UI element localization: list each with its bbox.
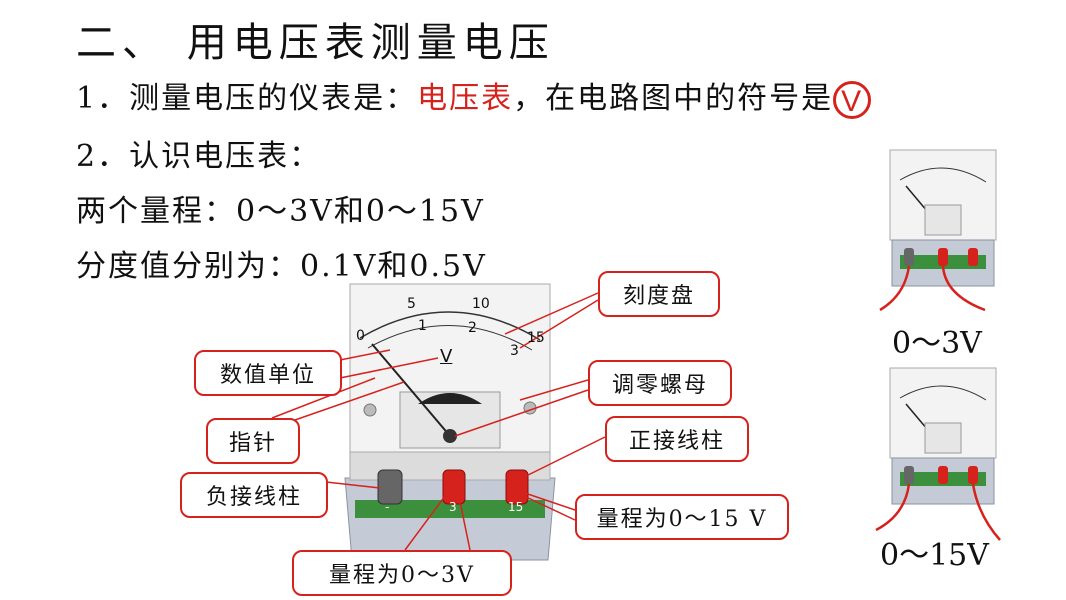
scale-top-10: 10 (472, 296, 490, 312)
label-dial: 刻度盘 (598, 271, 720, 317)
label-unit: 数值单位 (194, 350, 342, 396)
label-zero-adjust: 调零螺母 (588, 360, 732, 406)
caption-range-3: 0～3V (892, 326, 982, 361)
line-recognize: 2．认识电压表： (76, 139, 322, 174)
terminal-negative-label: - (385, 500, 390, 514)
terminal-15-label: 15 (508, 500, 524, 514)
scale-bottom-2: 2 (468, 320, 477, 336)
line-instrument-highlight: 电压表 (417, 81, 514, 116)
voltmeter-symbol-icon: V (833, 81, 872, 119)
scale-top-15: 15 (527, 330, 545, 346)
line-ranges: 两个量程：0～3V和0～15V (76, 194, 485, 229)
page-title: 二、 用电压表测量电压 (76, 20, 555, 66)
scale-bottom-3: 3 (510, 343, 519, 359)
meter-unit: V (440, 346, 453, 367)
line-instrument-prefix: 1．测量电压的仪表是： (76, 81, 418, 116)
caption-range-15: 0～15V (880, 538, 989, 573)
label-negative-terminal: 负接线柱 (180, 472, 328, 518)
label-pointer: 指针 (206, 418, 300, 464)
scale-top-5: 5 (407, 296, 416, 312)
scale-bottom-1: 1 (418, 318, 427, 334)
terminal-3-label: 3 (449, 500, 457, 514)
line-division: 分度值分别为：0.1V和0.5V (76, 249, 487, 284)
line-instrument-suffix: ，在电路图中的符号是 (513, 81, 834, 116)
label-range-15: 量程为0～15 V (575, 494, 789, 540)
label-positive-terminal: 正接线柱 (605, 416, 749, 462)
label-range-3: 量程为0～3V (292, 550, 512, 596)
scale-bottom-0: 0 (356, 328, 365, 344)
